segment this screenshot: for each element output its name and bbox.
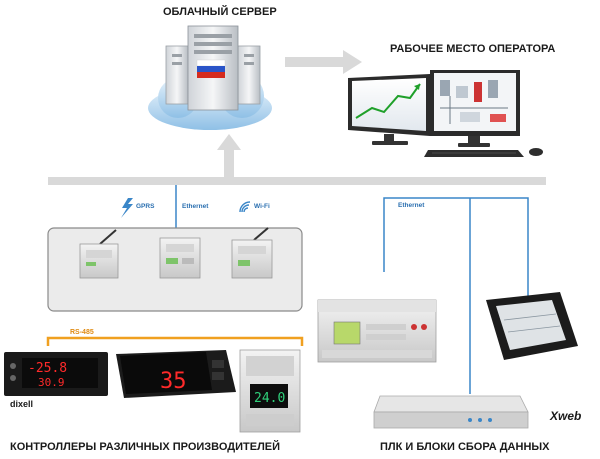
wifi-label: Wi-Fi — [254, 203, 270, 210]
plc-rack-device — [317, 299, 437, 363]
gprs-icon — [121, 198, 133, 218]
russian-flag-icon — [196, 59, 226, 78]
monitor-right-icon — [430, 70, 520, 147]
server-rack-icon — [165, 25, 261, 111]
mouse-icon — [529, 148, 543, 156]
danfoss-controller: 35 — [116, 350, 236, 398]
xweb-logo: Xweb — [549, 409, 581, 423]
gateway-wifi-device — [231, 227, 273, 279]
network-bus — [48, 177, 546, 185]
rs485-bus — [46, 336, 304, 346]
cloud-server-group — [148, 25, 272, 130]
operator-workplace-group — [348, 70, 543, 157]
ethernet-gateway-label: Ethernet — [182, 203, 209, 210]
monitor-left-icon — [348, 74, 430, 145]
gateway-ethernet-device — [159, 237, 201, 279]
svg-text:Xweb: Xweb — [549, 409, 581, 423]
dixell-display-top: -25.8 — [28, 361, 67, 376]
arrow-to-operator — [285, 50, 362, 74]
dixell-logo: dixell — [10, 399, 33, 409]
data-logger-device — [373, 395, 529, 429]
plc-units-label: ПЛК И БЛОКИ СБОРА ДАННЫХ — [380, 441, 550, 453]
carel-controller: 24.0 — [239, 349, 301, 433]
carel-display: 24.0 — [254, 391, 285, 406]
cloud-server-label: ОБЛАЧНЫЙ СЕРВЕР — [163, 6, 277, 18]
rs485-label: RS-485 — [70, 329, 94, 336]
ethernet-plc-label: Ethernet — [398, 202, 425, 209]
wifi-icon — [239, 201, 251, 213]
controllers-label: КОНТРОЛЛЕРЫ РАЗЛИЧНЫХ ПРОИЗВОДИТЕЛЕЙ — [10, 441, 281, 453]
danfoss-display: 35 — [160, 369, 187, 394]
touch-panel-device — [486, 292, 578, 360]
dixell-controller: -25.8 30.9 dixell — [4, 352, 108, 409]
operator-workplace-label: РАБОЧЕЕ МЕСТО ОПЕРАТОРА — [390, 43, 556, 55]
keyboard-icon — [424, 150, 524, 157]
gprs-label: GPRS — [136, 203, 155, 210]
dixell-display-bottom: 30.9 — [38, 376, 65, 389]
arrow-to-cloud — [217, 134, 241, 178]
gateway-gprs-device — [79, 229, 119, 279]
